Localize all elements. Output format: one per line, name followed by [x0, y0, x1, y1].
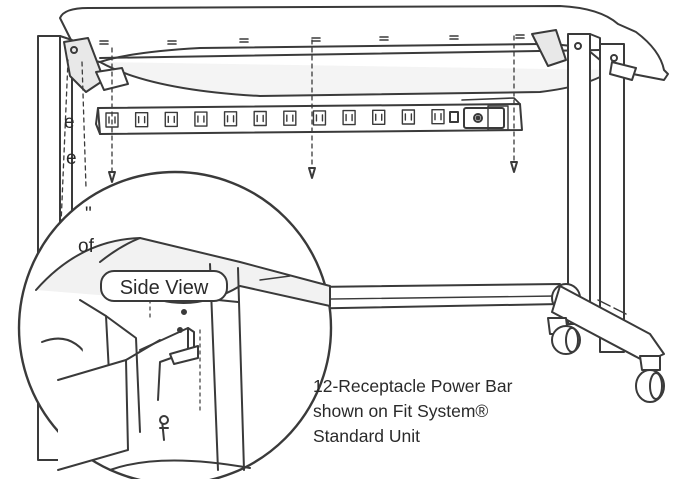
mounting-guide-lines	[59, 35, 515, 249]
cropped-text-fragment-1: e	[64, 112, 75, 133]
caption: 12-Receptacle Power Bar shown on Fit Sys…	[313, 374, 512, 449]
caption-line-1: 12-Receptacle Power Bar	[313, 376, 513, 396]
right-rear-leg	[599, 43, 625, 353]
left-corner-bracket	[63, 37, 129, 93]
caster-wheel-left	[547, 317, 581, 355]
cropped-text-fragment-4: of	[78, 236, 94, 257]
receptacle	[283, 110, 297, 126]
receptacle-slots	[286, 114, 294, 122]
receptacle	[134, 111, 149, 128]
underside-slots	[99, 34, 525, 45]
receptacle-slots	[315, 114, 324, 122]
receptacle	[312, 110, 327, 126]
receptacle-slots	[197, 115, 205, 123]
receptacle-slots	[404, 113, 413, 121]
right-corner-bracket	[531, 29, 637, 81]
receptacle	[431, 108, 445, 125]
receptacle	[194, 111, 208, 127]
receptacle	[253, 110, 267, 127]
receptacle-slots	[226, 115, 235, 123]
receptacle-slots	[167, 115, 175, 124]
receptacle	[223, 111, 238, 127]
side-view-label: Side View	[100, 270, 228, 302]
receptacle	[372, 109, 386, 126]
receptacle-slots	[137, 116, 146, 124]
cropped-text-fragment-3: "	[85, 204, 92, 225]
power-bar	[95, 97, 523, 135]
receptacle-slots	[108, 116, 116, 124]
cropped-text-fragment-2: e	[66, 148, 77, 169]
receptacle	[164, 111, 178, 128]
receptacle-slots	[375, 113, 383, 121]
receptacle	[401, 109, 416, 125]
receptacle-slots	[345, 113, 353, 122]
caption-line-3: Standard Unit	[313, 426, 421, 446]
receptacle-slots	[256, 114, 264, 123]
right-front-leg	[567, 33, 601, 325]
receptacle	[342, 109, 356, 126]
caption-line-2: shown on Fit System®	[313, 401, 489, 421]
desk-worksurface	[59, 5, 669, 97]
power-bar-receptacles	[105, 108, 445, 128]
mounting-screws	[108, 161, 518, 183]
caster-wheel-right	[635, 355, 665, 403]
receptacle-slots	[434, 113, 442, 121]
